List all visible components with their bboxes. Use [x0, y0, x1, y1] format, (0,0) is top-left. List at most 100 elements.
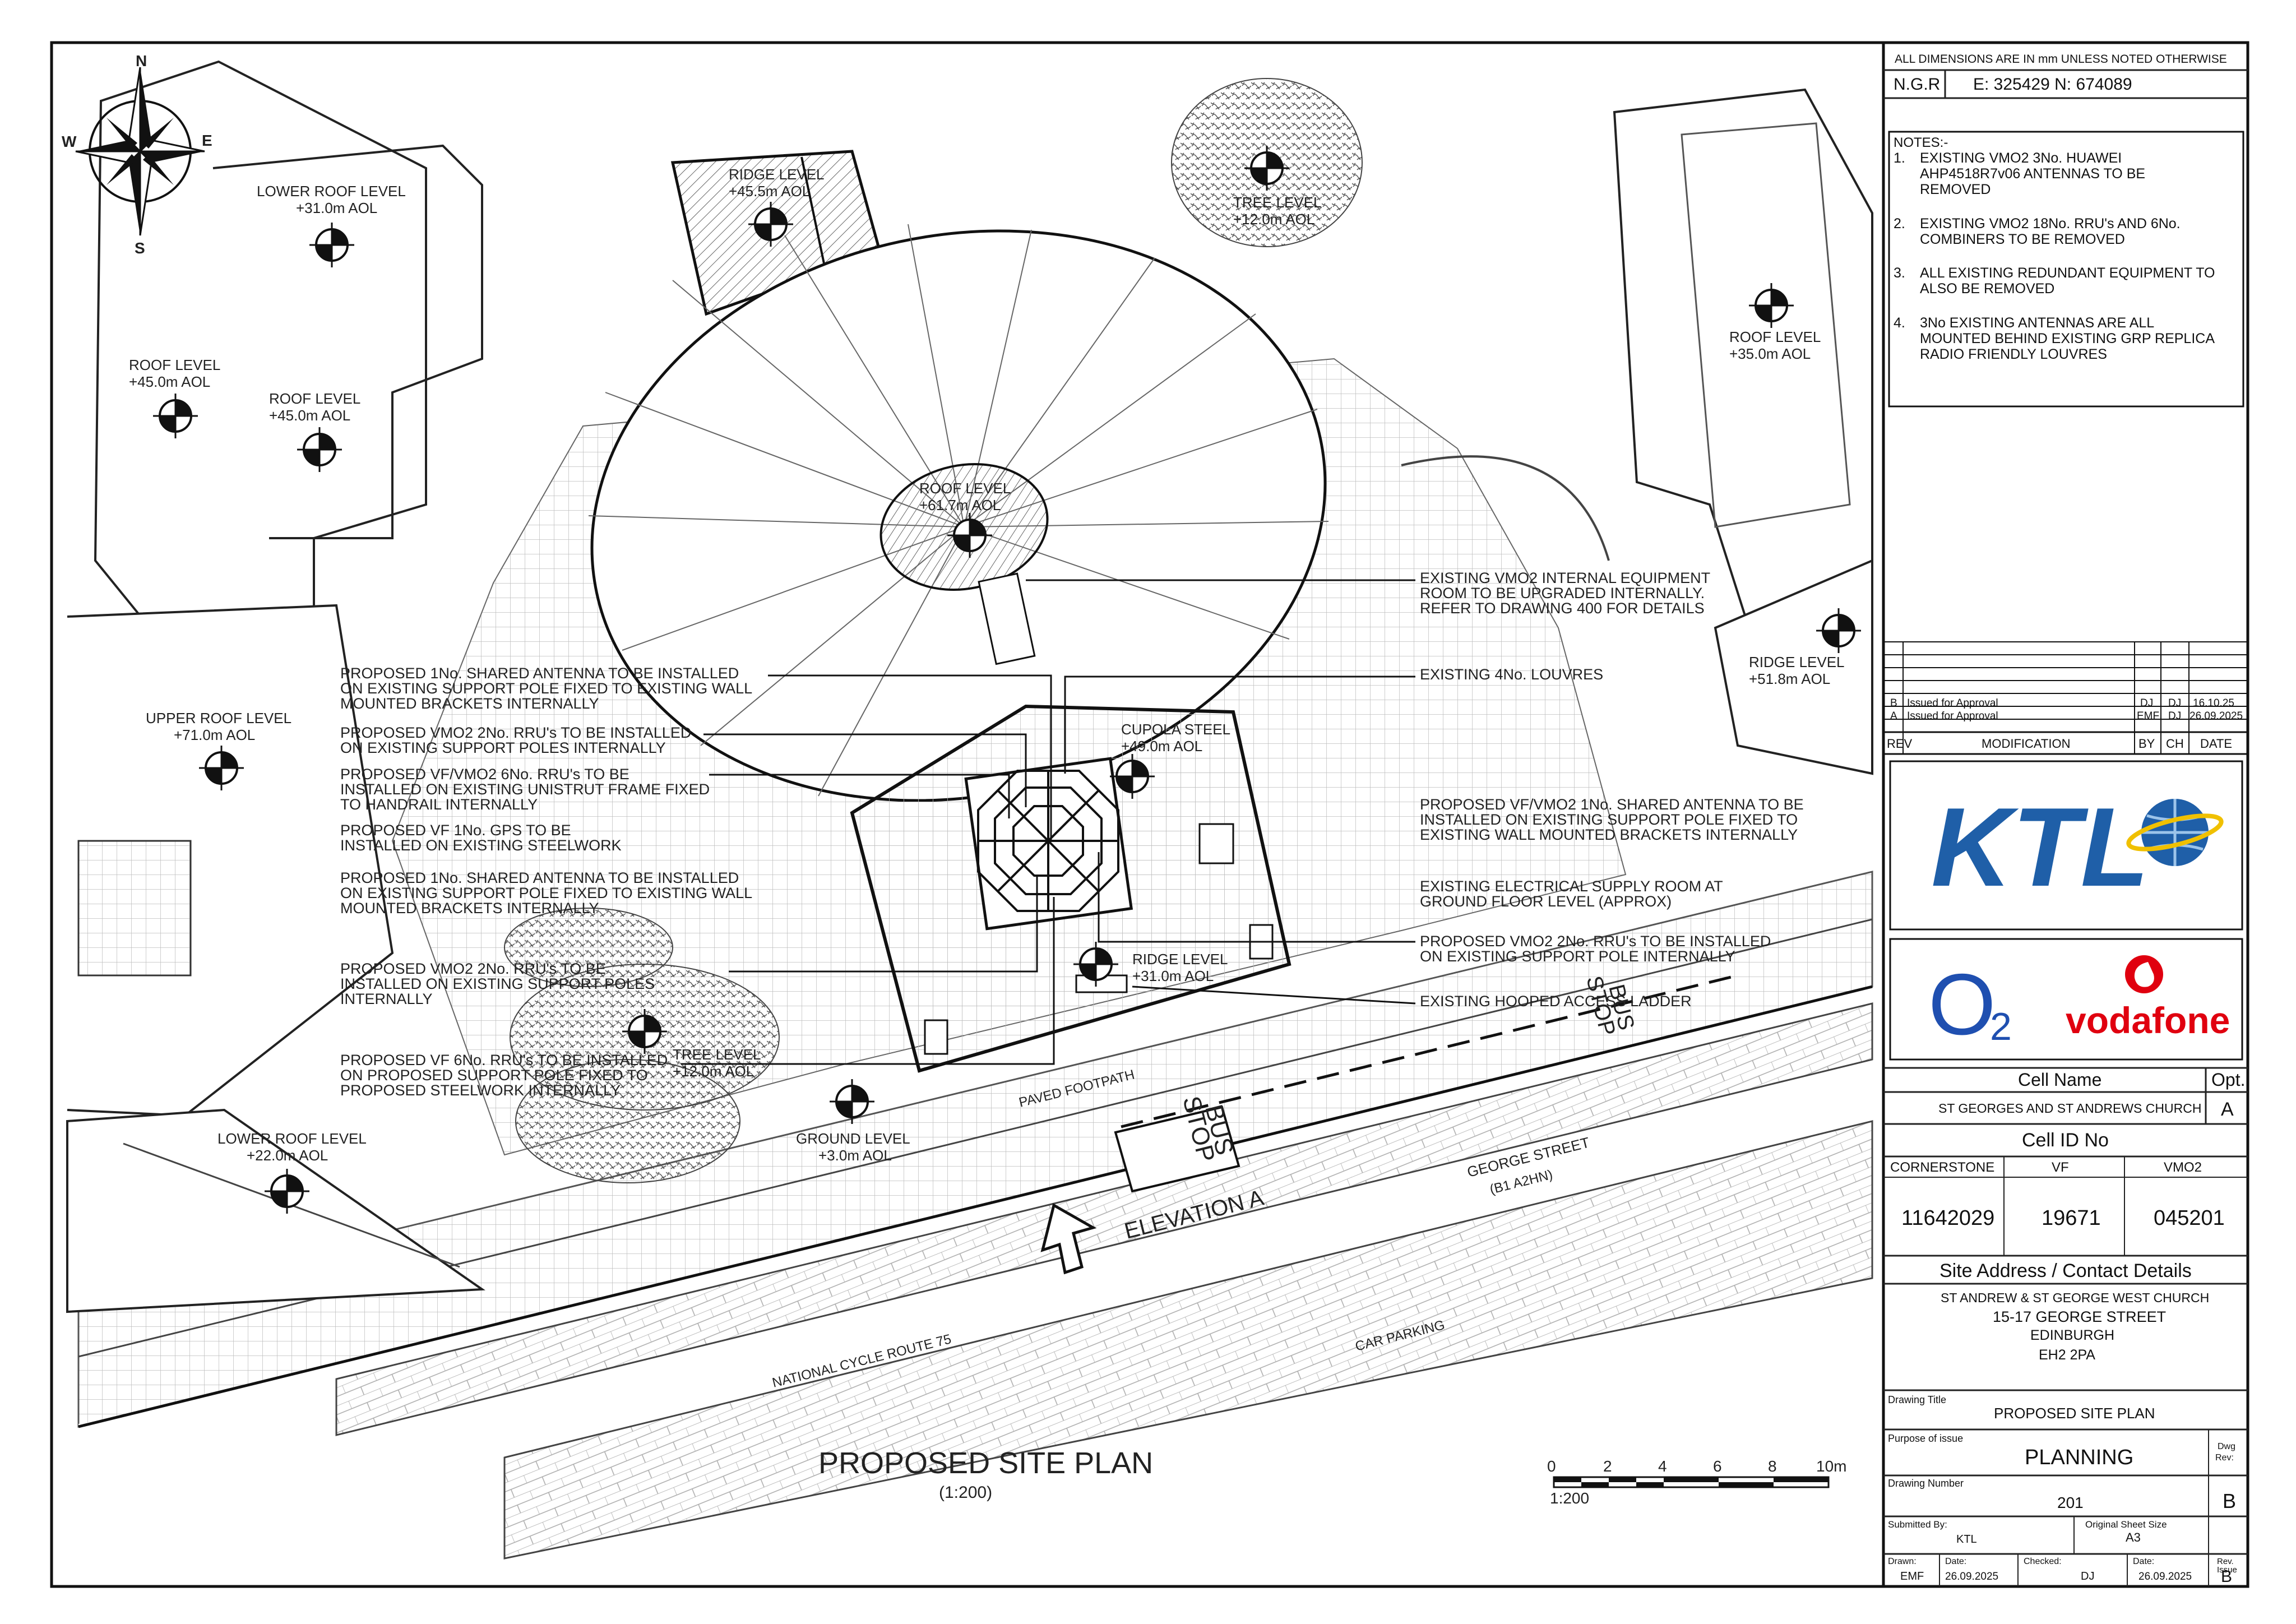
level-label: GROUND LEVEL	[796, 1130, 910, 1147]
equipment-room	[978, 572, 1036, 665]
svg-text:ALSO BE REMOVED: ALSO BE REMOVED	[1920, 281, 2054, 297]
level-value: +45.0m AOL	[129, 373, 210, 390]
cell-id-header: VMO2	[2164, 1160, 2202, 1175]
svg-text:4.: 4.	[1894, 315, 1905, 331]
svg-text:PROPOSED VF 6No. RRU's TO BE I: PROPOSED VF 6No. RRU's TO BE INSTALLED	[340, 1052, 668, 1068]
svg-text:A: A	[1890, 710, 1897, 722]
dwg-rev-label: Rev:	[2215, 1453, 2234, 1463]
cell-id-value: 19671	[2042, 1206, 2101, 1230]
svg-text:Issued for Approval: Issued for Approval	[1907, 710, 1998, 722]
svg-text:MOUNTED BEHIND EXISTING GRP RE: MOUNTED BEHIND EXISTING GRP REPLICA	[1920, 331, 2215, 346]
opt-value: A	[2221, 1099, 2234, 1120]
issue: B	[2221, 1567, 2232, 1586]
svg-text:EXISTING VMO2 3No. HUAWEI: EXISTING VMO2 3No. HUAWEI	[1920, 150, 2122, 166]
drawing-border	[50, 41, 2249, 1588]
checked: DJ	[2081, 1570, 2094, 1583]
cell-name: ST GEORGES AND ST ANDREWS CHURCH	[1938, 1101, 2201, 1116]
address-line: 15-17 GEORGE STREET	[1993, 1308, 2166, 1325]
svg-text:26.09.2025: 26.09.2025	[2189, 710, 2243, 722]
shrub-mid	[504, 908, 673, 987]
title-block: ALL DIMENSIONS ARE IN mm UNLESS NOTED OT…	[1883, 53, 2248, 1586]
cell-name-label: Cell Name	[2018, 1070, 2101, 1090]
svg-text:PROPOSED VF 1No. GPS TO BE: PROPOSED VF 1No. GPS TO BE	[340, 822, 571, 839]
svg-text:16.10.25: 16.10.25	[2193, 697, 2234, 709]
level-value: +71.0m AOL	[174, 727, 255, 743]
level-label: UPPER ROOF LEVEL	[146, 710, 291, 727]
level-label: ROOF LEVEL	[129, 357, 220, 373]
level-label: LOWER ROOF LEVEL	[217, 1130, 367, 1147]
level-value: +45.5m AOL	[729, 183, 810, 200]
svg-text:PROPOSED VF/VMO2 1No. SHARED A: PROPOSED VF/VMO2 1No. SHARED ANTENNA TO …	[1420, 796, 1804, 813]
svg-text:REV: REV	[1887, 737, 1913, 751]
ngr-value: E: 325429 N: 674089	[1973, 75, 2132, 94]
svg-text:CH: CH	[2166, 737, 2184, 751]
level-value: +3.0m AOL	[818, 1147, 892, 1164]
dims-note: ALL DIMENSIONS ARE IN mm UNLESS NOTED OT…	[1895, 53, 2227, 66]
level-value: +31.0m AOL	[1132, 968, 1214, 984]
issue-label: Rev.	[2217, 1557, 2234, 1566]
building-left-step	[212, 144, 483, 539]
svg-text:EXISTING HOOPED ACCESS LADDER: EXISTING HOOPED ACCESS LADDER	[1420, 993, 1692, 1010]
cell-id-header: CORNERSTONE	[1890, 1160, 1994, 1175]
svg-text:ROOM TO BE UPGRADED INTERNALLY: ROOM TO BE UPGRADED INTERNALLY.	[1420, 585, 1705, 602]
svg-text:EXISTING WALL MOUNTED BRACKETS: EXISTING WALL MOUNTED BRACKETS INTERNALL…	[1420, 826, 1798, 843]
svg-text:MODIFICATION: MODIFICATION	[1982, 737, 2070, 751]
building-right-lower	[1714, 558, 1873, 775]
north-arrow-icon: N E S W	[62, 52, 212, 257]
level-label: ROOF LEVEL	[1729, 328, 1821, 345]
drawing-number-label: Drawing Number	[1888, 1478, 1964, 1489]
svg-text:DJ: DJ	[2168, 697, 2181, 709]
svg-text:COMBINERS TO BE REMOVED: COMBINERS TO BE REMOVED	[1920, 232, 2125, 247]
plan-area: LOWER ROOF LEVEL +31.0m AOL RIDGE LEVEL …	[62, 52, 1873, 1560]
level-label: RIDGE LEVEL	[729, 166, 825, 183]
svg-text:TO HANDRAIL INTERNALLY: TO HANDRAIL INTERNALLY	[340, 796, 538, 813]
level-value: +35.0m AOL	[1729, 345, 1811, 362]
tree-lower	[515, 1059, 740, 1183]
notes-box	[1888, 131, 2244, 408]
svg-text:PROPOSED 1No. SHARED ANTENNA T: PROPOSED 1No. SHARED ANTENNA TO BE INSTA…	[340, 665, 739, 682]
purpose: PLANNING	[2025, 1446, 2133, 1469]
svg-text:EXISTING VMO2 18No. RRU's AND: EXISTING VMO2 18No. RRU's AND 6No.	[1920, 216, 2181, 232]
svg-text:10m: 10m	[1816, 1458, 1846, 1475]
level-label: TREE LEVEL	[673, 1046, 761, 1063]
level-label: RIDGE LEVEL	[1749, 654, 1845, 670]
globe-icon	[2126, 799, 2224, 866]
svg-text:0: 0	[1547, 1458, 1556, 1475]
level-label: RIDGE LEVEL	[1132, 951, 1228, 968]
svg-text:1:200: 1:200	[1550, 1489, 1589, 1507]
callouts-left: PROPOSED 1No. SHARED ANTENNA TO BE INSTA…	[340, 665, 752, 1099]
svg-text:2: 2	[1603, 1458, 1612, 1475]
drawing-title: PROPOSED SITE PLAN	[1994, 1405, 2155, 1422]
level-label: LOWER ROOF LEVEL	[257, 183, 406, 200]
address-line: ST ANDREW & ST GEORGE WEST CHURCH	[1941, 1290, 2209, 1305]
svg-text:BY: BY	[2138, 737, 2155, 751]
building-top-ridge	[800, 156, 825, 264]
date: 26.09.2025	[1945, 1571, 1998, 1583]
svg-text:N: N	[136, 52, 147, 70]
svg-text:PROPOSED VF/VMO2 6No. RRU's TO: PROPOSED VF/VMO2 6No. RRU's TO BE	[340, 766, 629, 783]
svg-text:EXISTING VMO2 INTERNAL EQUIPME: EXISTING VMO2 INTERNAL EQUIPMENT	[1420, 570, 1710, 586]
svg-text:ALL EXISTING REDUNDANT EQUIPME: ALL EXISTING REDUNDANT EQUIPMENT TO	[1920, 265, 2215, 281]
svg-text:ON EXISTING SUPPORT POLE FIXED: ON EXISTING SUPPORT POLE FIXED TO EXISTI…	[340, 680, 752, 697]
drawing-title-label: Drawing Title	[1888, 1394, 1946, 1405]
date: 26.09.2025	[2138, 1571, 2192, 1583]
level-label: ROOF LEVEL	[919, 480, 1011, 497]
george-street-road	[335, 1002, 1873, 1436]
svg-text:ON EXISTING SUPPORT POLE INTER: ON EXISTING SUPPORT POLE INTERNALLY	[1420, 948, 1735, 965]
svg-text:RADIO FRIENDLY LOUVRES: RADIO FRIENDLY LOUVRES	[1920, 346, 2107, 362]
level-value: +12.0m AOL	[1233, 211, 1314, 228]
drawing-rev: B	[2223, 1489, 2236, 1512]
kerb-line	[78, 985, 1873, 1428]
vodafone-logo: vodafone	[2066, 1000, 2230, 1041]
svg-text:8: 8	[1768, 1458, 1777, 1475]
svg-text:DJ: DJ	[2140, 697, 2153, 709]
plan-scale: (1:200)	[939, 1483, 992, 1502]
svg-text:PROPOSED VMO2 2No. RRU's TO BE: PROPOSED VMO2 2No. RRU's TO BE INSTALLED	[1420, 933, 1771, 950]
svg-text:INSTALLED ON EXISTING SUPPORT: INSTALLED ON EXISTING SUPPORT POLE FIXED…	[1420, 811, 1798, 828]
louvre-left	[924, 1019, 948, 1055]
cell-id-value: 11642029	[1901, 1206, 1994, 1230]
svg-text:3No EXISTING ANTENNAS ARE ALL: 3No EXISTING ANTENNAS ARE ALL	[1920, 315, 2154, 331]
ktl-logo: KTL	[1931, 785, 2149, 910]
notes-heading: NOTES:-	[1894, 135, 1948, 150]
